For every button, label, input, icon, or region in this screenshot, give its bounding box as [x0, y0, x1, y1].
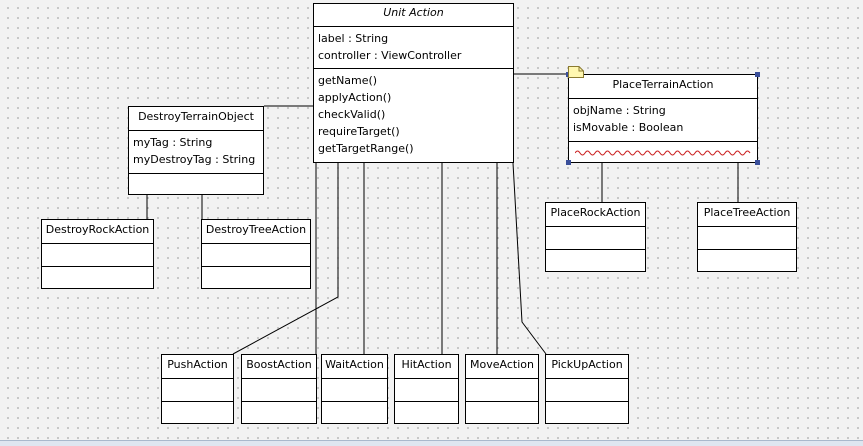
method: getName() — [318, 74, 378, 87]
methods-compartment — [42, 267, 153, 288]
attributes-compartment: objName : String isMovable : Boolean — [569, 99, 757, 142]
edge-push — [232, 163, 339, 355]
selection-handle[interactable] — [755, 72, 760, 77]
methods-compartment — [698, 250, 796, 271]
methods-compartment — [202, 267, 310, 288]
attributes-compartment — [698, 227, 796, 250]
methods-compartment — [395, 402, 458, 423]
attributes-compartment: label : String controller : ViewControll… — [314, 27, 513, 69]
methods-compartment — [129, 174, 263, 194]
selection-handle[interactable] — [566, 160, 571, 165]
selection-handle[interactable] — [755, 160, 760, 165]
class-name: BoostAction — [242, 355, 316, 379]
method: getTargetRange() — [318, 142, 414, 155]
attributes-compartment — [42, 244, 153, 267]
method: checkValid() — [318, 108, 386, 121]
spellcheck-squiggle — [575, 150, 751, 156]
class-name: PickUpAction — [546, 355, 628, 379]
class-boost-action[interactable]: BoostAction — [241, 354, 317, 424]
class-place-tree-action[interactable]: PlaceTreeAction — [697, 202, 797, 272]
method: requireTarget() — [318, 125, 400, 138]
class-unit-action[interactable]: Unit Action label : String controller : … — [313, 3, 514, 163]
methods-compartment — [546, 250, 645, 271]
class-name: PushAction — [162, 355, 233, 379]
horizontal-scrollbar[interactable] — [0, 440, 863, 446]
attribute: myDestroyTag : String — [133, 153, 256, 166]
class-name: DestroyRockAction — [42, 220, 153, 244]
note-icon — [568, 66, 584, 78]
class-pickup-action[interactable]: PickUpAction — [545, 354, 629, 424]
methods-compartment: getName() applyAction() checkValid() req… — [314, 69, 513, 162]
class-name: HitAction — [395, 355, 458, 379]
class-destroy-terrain-object[interactable]: DestroyTerrainObject myTag : String myDe… — [128, 106, 264, 195]
attributes-compartment: myTag : String myDestroyTag : String — [129, 131, 263, 174]
class-move-action[interactable]: MoveAction — [465, 354, 539, 424]
attributes-compartment — [395, 379, 458, 402]
methods-compartment — [546, 402, 628, 423]
methods-compartment — [162, 402, 233, 423]
attributes-compartment — [466, 379, 538, 402]
class-name: WaitAction — [322, 355, 387, 379]
attributes-compartment — [546, 227, 645, 250]
methods-compartment — [322, 402, 387, 423]
class-name: Unit Action — [314, 4, 513, 27]
attribute: myTag : String — [133, 136, 213, 149]
methods-compartment — [466, 402, 538, 423]
class-name: DestroyTreeAction — [202, 220, 310, 244]
class-name: PlaceRockAction — [546, 203, 645, 227]
method: applyAction() — [318, 91, 392, 104]
class-place-rock-action[interactable]: PlaceRockAction — [545, 202, 646, 272]
attribute: controller : ViewController — [318, 49, 462, 62]
class-name: PlaceTerrainAction — [569, 75, 757, 99]
class-name: PlaceTreeAction — [698, 203, 796, 227]
class-hit-action[interactable]: HitAction — [394, 354, 459, 424]
attributes-compartment — [202, 244, 310, 267]
attributes-compartment — [322, 379, 387, 402]
class-destroy-tree-action[interactable]: DestroyTreeAction — [201, 219, 311, 289]
methods-compartment — [242, 402, 316, 423]
attributes-compartment — [546, 379, 628, 402]
class-wait-action[interactable]: WaitAction — [321, 354, 388, 424]
class-name: DestroyTerrainObject — [129, 107, 263, 131]
attribute: isMovable : Boolean — [573, 121, 684, 134]
class-name: MoveAction — [466, 355, 538, 379]
edge-pickup — [512, 162, 547, 355]
class-place-terrain-action[interactable]: PlaceTerrainAction objName : String isMo… — [568, 74, 758, 163]
attribute: label : String — [318, 32, 389, 45]
class-push-action[interactable]: PushAction — [161, 354, 234, 424]
attributes-compartment — [162, 379, 233, 402]
methods-compartment — [569, 142, 757, 162]
attributes-compartment — [242, 379, 316, 402]
class-destroy-rock-action[interactable]: DestroyRockAction — [41, 219, 154, 289]
attribute: objName : String — [573, 104, 666, 117]
